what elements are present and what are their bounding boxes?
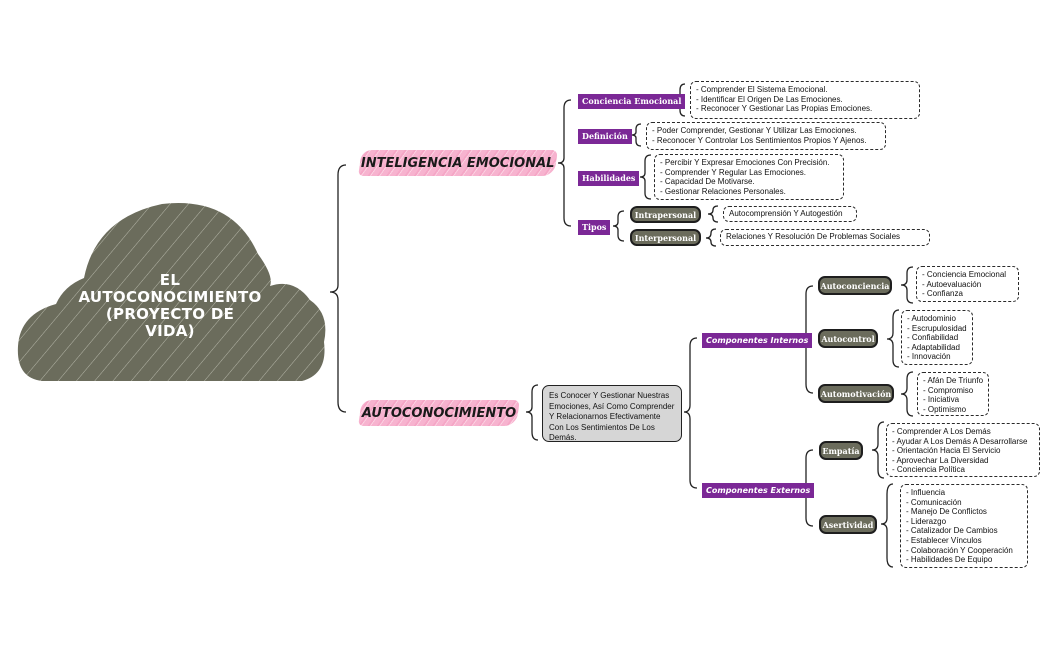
node-interpersonal[interactable]: Interpersonal (630, 229, 701, 246)
desc-interpersonal: Relaciones Y Resolución De Problemas Soc… (720, 229, 930, 246)
list-autocontrol: - Autodominio - Escrupulosidad - Confiab… (901, 310, 973, 365)
node-intrapersonal[interactable]: Intrapersonal (630, 206, 701, 223)
list-asertividad: - Influencia - Comunicación - Manejo De … (900, 484, 1028, 568)
node-conciencia-emocional[interactable]: Conciencia Emocional (578, 94, 686, 109)
definition-autoconocimiento: Es Conocer Y Gestionar Nuestras Emocione… (542, 385, 682, 442)
node-automotivacion[interactable]: Automotivación (818, 384, 894, 403)
node-componentes-internos[interactable]: Componentes Internos (702, 333, 813, 348)
desc-intrapersonal: Autocomprensión Y Autogestión (723, 206, 857, 222)
list-conciencia-emocional: - Comprender El Sistema Emocional. - Ide… (690, 81, 920, 119)
node-tipos[interactable]: Tipos (578, 220, 611, 235)
branch-autoconocimiento[interactable]: AUTOCONOCIMIENTO (358, 400, 520, 426)
node-asertividad[interactable]: Asertividad (819, 515, 877, 534)
root-title[interactable]: EL AUTOCONOCIMIENTO (PROYECTO DE VIDA) (78, 271, 262, 340)
list-definicion: - Poder Comprender, Gestionar Y Utilizar… (646, 122, 886, 150)
node-autoconciencia[interactable]: Autoconciencia (818, 276, 892, 295)
node-habilidades[interactable]: Habilidades (578, 171, 640, 186)
cloud-icon (17, 203, 326, 381)
node-componentes-externos[interactable]: Componentes Externos (702, 483, 815, 498)
node-definicion[interactable]: Definición (578, 129, 632, 144)
list-habilidades: - Percibir Y Expresar Emociones Con Prec… (654, 154, 844, 200)
list-autoconciencia: - Conciencia Emocional - Autoevaluación … (916, 266, 1019, 302)
list-empatia: - Comprender A Los Demás - Ayudar A Los … (886, 423, 1040, 477)
list-automotivacion: - Afán De Triunfo - Compromiso - Iniciat… (917, 372, 989, 416)
node-autocontrol[interactable]: Autocontrol (818, 329, 878, 348)
branch-inteligencia-emocional[interactable]: INTELIGENCIA EMOCIONAL (358, 150, 558, 176)
node-empatia[interactable]: Empatía (819, 441, 863, 460)
